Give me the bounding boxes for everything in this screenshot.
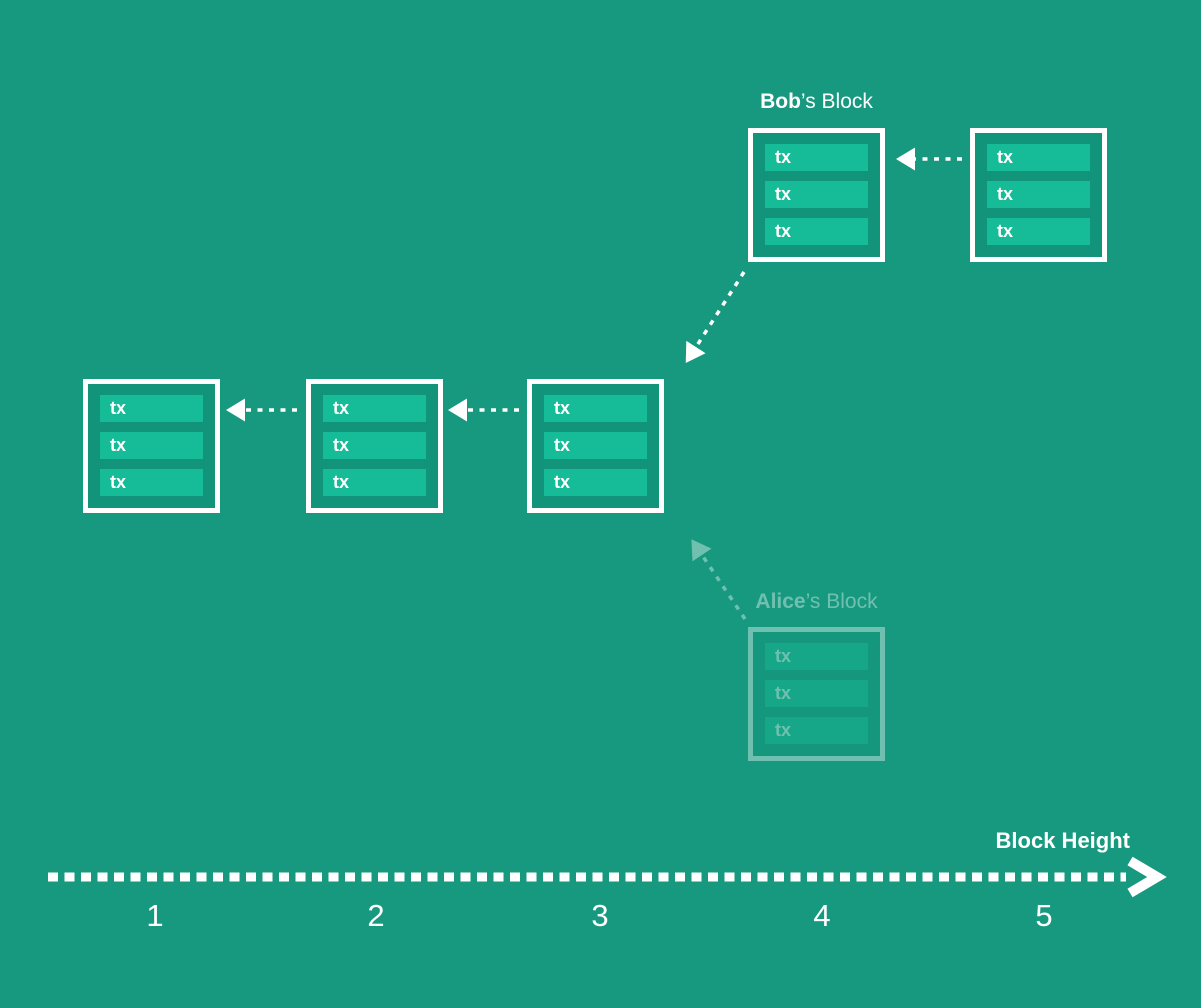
block-height-axis-arrowhead [1127,856,1167,898]
arrow-alice-block-to-block3 [691,539,747,620]
axis-tick-3: 3 [591,898,609,933]
tx-row: tx [765,643,868,670]
tx-row: tx [544,432,647,459]
tx-row: tx [765,717,868,744]
bob-block-title: Bob’s Block [748,91,885,113]
alice-name: Alice [755,590,806,613]
alice-block-title: Alice’s Block [748,591,885,613]
tx-row: tx [765,680,868,707]
alice-title-suffix: ’s Block [805,590,878,613]
axis-tick-4: 4 [813,898,831,933]
block-height-axis-label: Block Height [995,828,1130,853]
tx-row: tx [544,395,647,422]
axis-tick-1: 1 [146,898,164,933]
tx-row: tx [987,144,1090,171]
tx-row: tx [100,469,203,496]
axis-tick-5: 5 [1035,898,1053,933]
axis-tick-2: 2 [367,898,385,933]
block-height-5: tx tx tx [970,128,1107,262]
arrow-bob-block-to-block3 [685,271,746,364]
tx-row: tx [323,395,426,422]
alice-block: tx tx tx [748,627,885,761]
bob-title-suffix: ’s Block [800,90,873,113]
tx-row: tx [987,218,1090,245]
tx-row: tx [100,432,203,459]
tx-row: tx [765,181,868,208]
tx-row: tx [765,144,868,171]
tx-row: tx [100,395,203,422]
bob-block: tx tx tx [748,128,885,262]
tx-row: tx [323,469,426,496]
tx-row: tx [765,218,868,245]
tx-row: tx [987,181,1090,208]
block-height-3: tx tx tx [527,379,664,513]
tx-row: tx [323,432,426,459]
tx-row: tx [544,469,647,496]
block-height-2: tx tx tx [306,379,443,513]
bob-name: Bob [760,90,801,113]
block-height-1: tx tx tx [83,379,220,513]
